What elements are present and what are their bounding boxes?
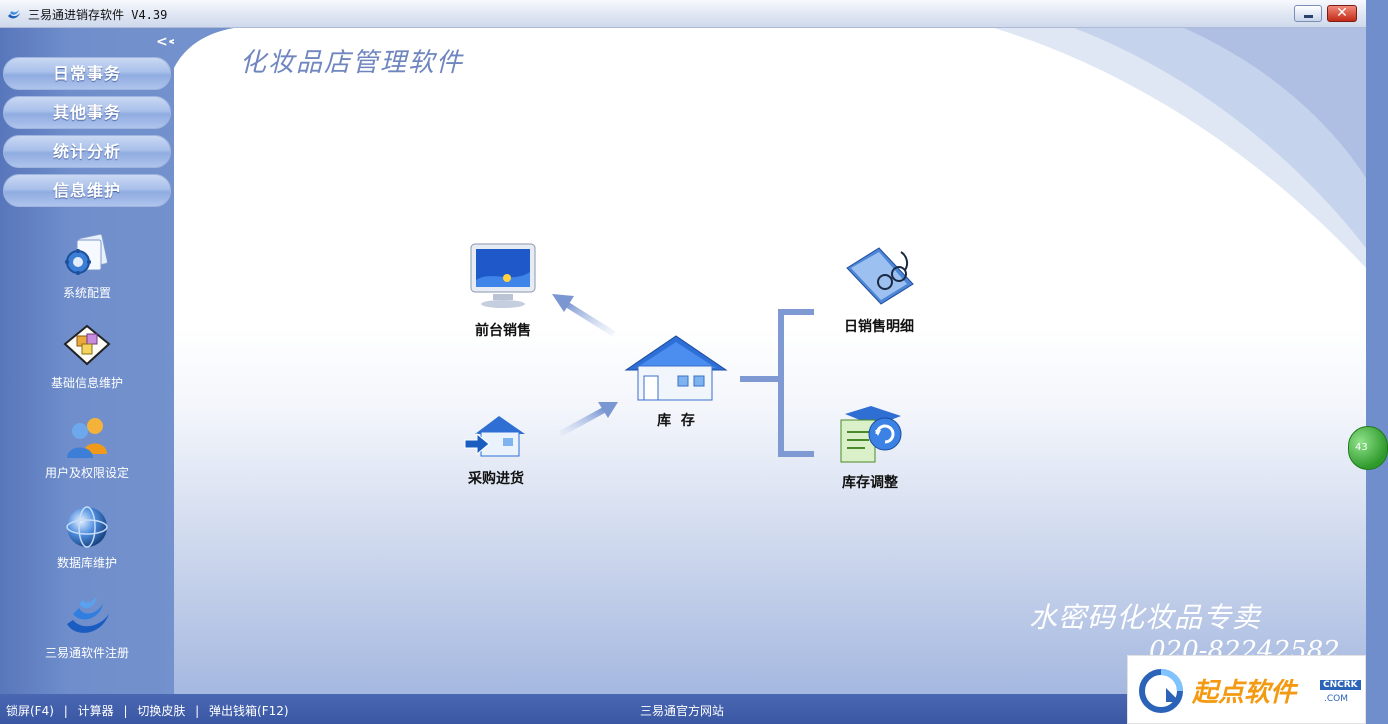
store-slogan: 水密码化妆品专卖: [1029, 601, 1262, 634]
menu-daily-affairs[interactable]: 日常事务: [3, 57, 171, 90]
close-icon: ✕: [1336, 5, 1348, 21]
tool-label: 数据库维护: [56, 556, 117, 570]
minimize-button[interactable]: [1294, 5, 1322, 22]
node-inventory[interactable]: 库 存: [622, 334, 730, 430]
menu-statistics[interactable]: 统计分析: [3, 135, 171, 168]
globe-icon: [66, 506, 108, 548]
notebook-glasses-icon: [846, 247, 914, 305]
tool-user-permissions[interactable]: 用户及权限设定: [0, 414, 174, 481]
clipboard-refresh-icon: [840, 406, 902, 463]
cubes-icon: [63, 324, 111, 366]
menu-other-affairs[interactable]: 其他事务: [3, 96, 171, 129]
official-site-link[interactable]: 三易通官方网站: [640, 704, 725, 718]
arrow-from-purchase: [558, 402, 618, 437]
tool-database-maintenance[interactable]: 数据库维护: [0, 504, 174, 571]
node-label: 前台销售: [475, 323, 531, 339]
monitor-icon: [470, 243, 536, 308]
side-tab-label: 43: [1355, 442, 1368, 453]
menu-info-maintenance[interactable]: 信息维护: [3, 174, 171, 207]
watermark-logo-icon: [1139, 669, 1183, 713]
node-label: 库存调整: [842, 475, 898, 491]
house-icon: [624, 335, 728, 401]
watermark-text: 起点软件: [1192, 678, 1297, 708]
gear-document-icon: [65, 233, 108, 275]
app-title: 化妆品店管理软件: [240, 48, 465, 78]
tool-label: 用户及权限设定: [44, 466, 129, 480]
brand-swoosh-icon: [67, 596, 109, 633]
watermark: 起点软件 CNCRK .COM: [1127, 655, 1366, 724]
open-cash-drawer-link[interactable]: 弹出钱箱(F12): [209, 704, 289, 718]
arrow-to-front-sales: [552, 294, 616, 337]
separator: |: [195, 704, 200, 718]
node-label: 日销售明细: [844, 319, 914, 335]
window-title: 三易通进销存软件 V4.39: [28, 8, 168, 22]
app-logo-icon: [8, 10, 20, 19]
node-purchase[interactable]: 采购进货: [458, 412, 534, 488]
house-import-icon: [464, 416, 525, 457]
separator: |: [123, 704, 128, 718]
switch-skin-link[interactable]: 切换皮肤: [137, 704, 186, 718]
tool-label: 三易通软件注册: [44, 646, 129, 660]
collapse-sidebar-button[interactable]: <<: [156, 34, 180, 50]
calculator-link[interactable]: 计算器: [77, 704, 114, 718]
main-panel: 化妆品店管理软件: [174, 28, 1388, 694]
tool-label: 基础信息维护: [50, 376, 123, 390]
node-inventory-adjust[interactable]: 库存调整: [834, 404, 906, 492]
node-label: 采购进货: [468, 471, 524, 487]
close-button[interactable]: ✕: [1327, 5, 1357, 22]
tool-system-config[interactable]: 系统配置: [0, 232, 174, 301]
sidebar: << 日常事务 其他事务 统计分析 信息维护 系统配置 基础信息维护: [0, 28, 179, 694]
inventory-bracket: [740, 309, 814, 457]
watermark-domain: .COM: [1324, 694, 1348, 704]
users-icon: [67, 418, 107, 458]
tool-basic-info[interactable]: 基础信息维护: [0, 324, 174, 391]
floating-side-tab[interactable]: 43: [1348, 426, 1388, 470]
title-bar: 三易通进销存软件 V4.39 ✕: [0, 0, 1366, 28]
tool-label: 系统配置: [62, 286, 111, 300]
node-front-sales[interactable]: 前台销售: [462, 240, 544, 340]
flow-arrows: [552, 294, 814, 457]
watermark-badge: CNCRK: [1320, 680, 1361, 690]
lock-screen-link[interactable]: 锁屏(F4): [6, 704, 54, 718]
node-label: 库 存: [657, 413, 695, 429]
tool-software-register[interactable]: 三易通软件注册: [0, 594, 174, 661]
background-swoosh: [174, 28, 1366, 268]
separator: |: [63, 704, 68, 718]
node-daily-sales-detail[interactable]: 日销售明细: [834, 244, 924, 336]
